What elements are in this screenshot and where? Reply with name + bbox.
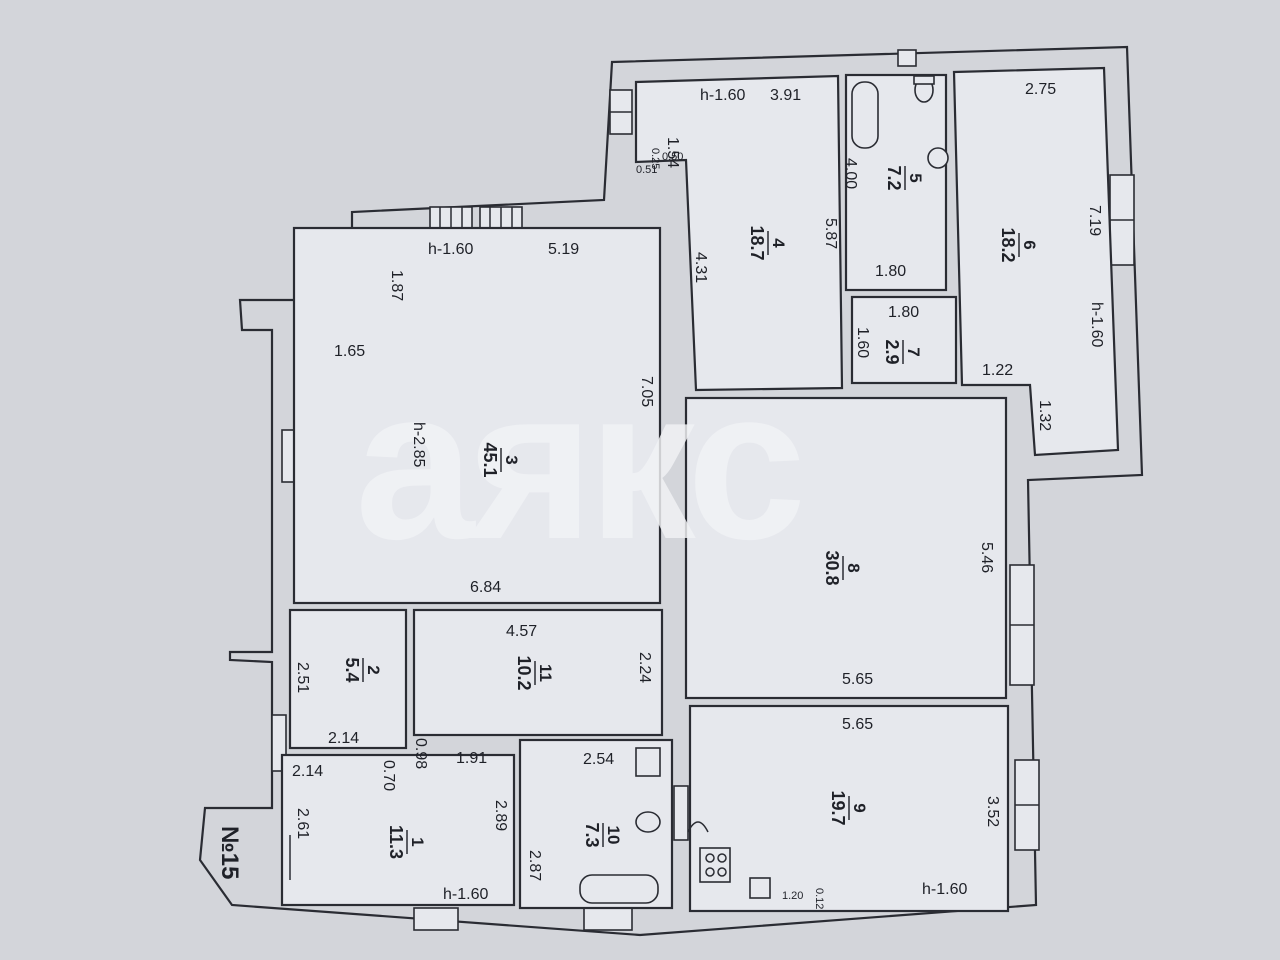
dim-label: 5.65: [842, 716, 873, 733]
room-area: 7.3: [582, 822, 602, 847]
room-4-label: 4 18.7: [747, 225, 788, 260]
dim-label: 2.14: [328, 730, 359, 747]
dim-label: 3.52: [984, 796, 1001, 827]
dim-label: 1.80: [888, 304, 919, 321]
dim-label: 2.24: [636, 652, 653, 683]
room-number: 10: [604, 826, 623, 845]
room-area: 18.2: [998, 227, 1018, 262]
room-3-label: 3 45.1: [480, 442, 521, 477]
room-number: 4: [769, 238, 788, 248]
dim-label: 2.51: [294, 662, 311, 693]
dim-label: 4.57: [506, 623, 537, 640]
dim-label: 0.12: [813, 888, 825, 909]
sanitary-fixtures: [579, 75, 949, 904]
room-number: 11: [536, 664, 555, 682]
dim-label: 2.61: [294, 808, 311, 839]
dim-label: 4.31: [692, 252, 709, 283]
dimension-labels: h-1.60 3.91 1.54 0.25 0.50 0.51 5.87 4.3…: [292, 81, 1105, 909]
dim-label: 2.89: [492, 800, 509, 831]
room-area: 10.2: [514, 655, 534, 690]
room-area: 18.7: [747, 225, 767, 260]
room-4-outline: [634, 74, 844, 392]
dim-label: 1.54: [664, 137, 681, 168]
room-number: 2: [364, 665, 383, 674]
dim-label: h-1.60: [922, 881, 967, 898]
dim-label: 0.51: [636, 164, 657, 176]
dim-label: 2.87: [526, 850, 543, 881]
room-number: 5: [906, 173, 925, 182]
dim-label: 1.60: [854, 327, 871, 358]
room-area: 19.7: [828, 790, 848, 825]
room-area: 5.4: [342, 657, 362, 682]
dim-label: 7.05: [638, 376, 655, 407]
room-area: 30.8: [822, 550, 842, 585]
dim-label: 1.87: [388, 270, 405, 301]
room-6-outline: [952, 66, 1120, 457]
room-7-outline: [850, 295, 958, 385]
room-11-outline: [412, 608, 664, 737]
dim-label: 0.50: [662, 151, 683, 163]
room-3-outline: [292, 226, 662, 605]
room-number: 1: [408, 837, 427, 846]
room-2-outline: [288, 608, 408, 750]
room-area: 2.9: [882, 339, 902, 364]
room-area: 7.2: [884, 165, 904, 190]
dim-label: 0.98: [412, 738, 429, 769]
room-number: 3: [502, 455, 521, 464]
dim-label: 5.87: [822, 218, 839, 249]
dim-label: h-1.60: [700, 87, 745, 104]
dim-label: 0.25: [649, 148, 661, 169]
dim-label: h-1.60: [1088, 302, 1105, 347]
room-2-label: 2 5.4: [342, 657, 383, 682]
dim-label: 1.20: [782, 890, 803, 902]
dim-label: 6.84: [470, 579, 501, 596]
dim-label: 5.46: [978, 542, 995, 573]
dim-label: 1.22: [982, 362, 1013, 379]
dim-label: 4.00: [842, 158, 859, 189]
dim-label: 2.75: [1025, 81, 1056, 98]
room-number: 7: [904, 347, 923, 356]
room-8-outline: [684, 396, 1008, 700]
dim-label: 1.80: [875, 263, 906, 280]
room-1-label: 1 11.3: [386, 825, 427, 859]
dim-label: 1.91: [456, 750, 487, 767]
dim-label: h-1.60: [443, 886, 488, 903]
dim-label: 3.91: [770, 87, 801, 104]
room-number: 8: [844, 563, 863, 572]
dim-label: 5.19: [548, 241, 579, 258]
room-area: 45.1: [480, 442, 500, 477]
dim-label: 1.32: [1036, 400, 1053, 431]
dim-label: h-2.85: [410, 422, 427, 467]
dim-label: 1.65: [334, 343, 365, 360]
dim-label: 2.54: [583, 751, 614, 768]
room-area: 11.3: [386, 825, 406, 859]
dim-label: 2.14: [292, 763, 323, 780]
dim-label: 7.19: [1086, 205, 1103, 236]
room-8-label: 8 30.8: [822, 550, 863, 585]
dim-label: 5.65: [842, 671, 873, 688]
room-11-label: 11 10.2: [514, 655, 555, 690]
room-5-label: 5 7.2: [884, 165, 925, 190]
dim-label: 0.70: [380, 760, 397, 791]
room-6-label: 6 18.2: [998, 227, 1039, 262]
room-7-label: 7 2.9: [882, 339, 923, 364]
room-1-outline: [280, 753, 516, 907]
room-number: 9: [850, 803, 869, 812]
room-number: 6: [1020, 240, 1039, 249]
watermark-text: аякс: [355, 343, 801, 584]
dim-label: h-1.60: [428, 241, 473, 258]
room-10-label: 10 7.3: [582, 822, 623, 847]
apartment-number-label: №15: [216, 826, 243, 879]
room-9-label: 9 19.7: [828, 790, 869, 825]
